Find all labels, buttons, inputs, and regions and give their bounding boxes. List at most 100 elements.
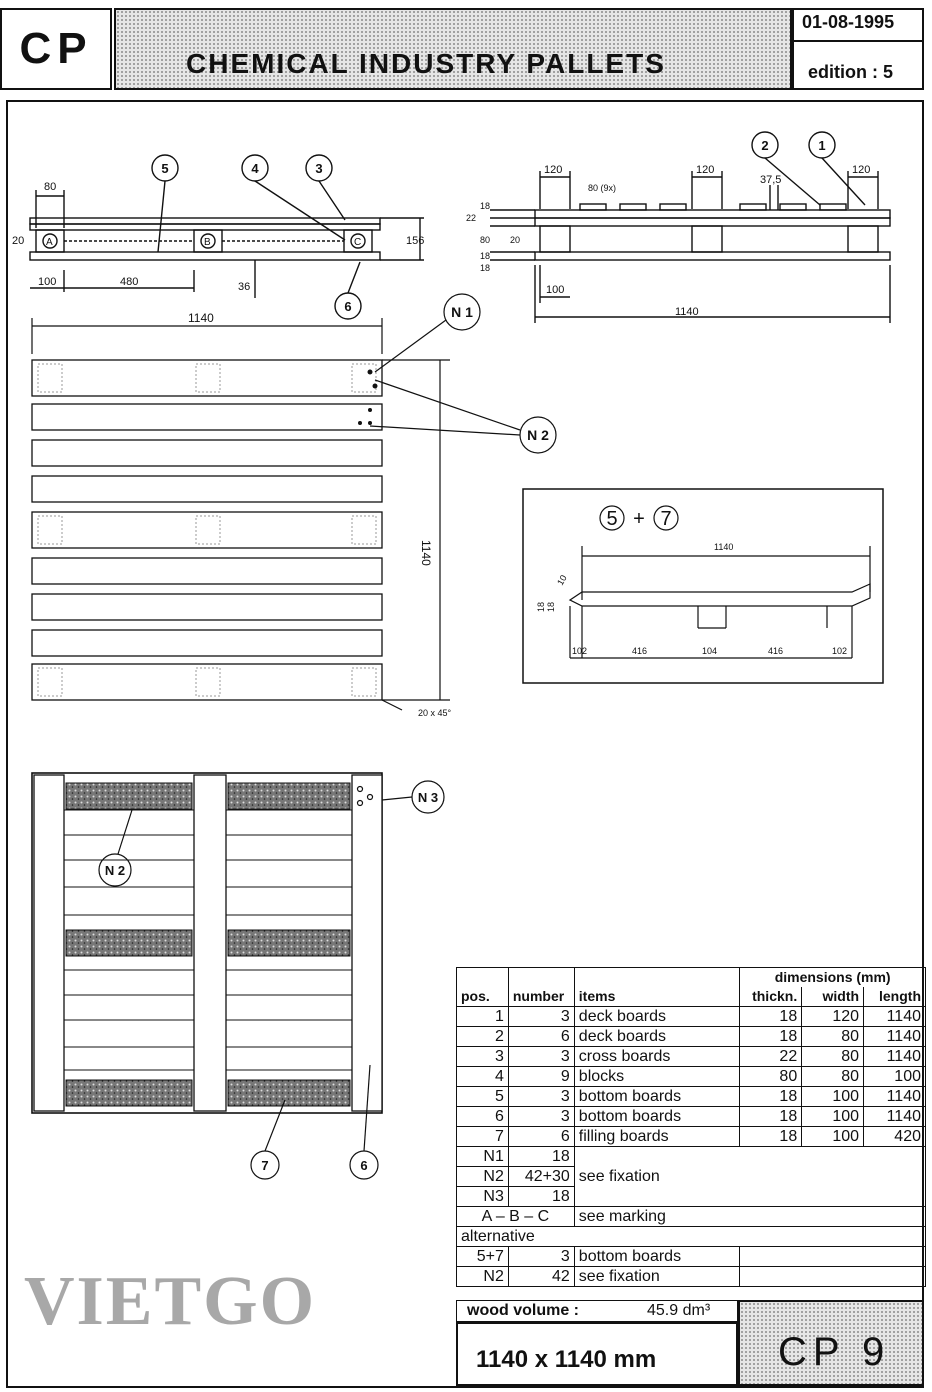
wood-volume-value: 45.9 dm³ xyxy=(647,1302,711,1319)
dim-text: 120 xyxy=(696,164,714,176)
dim-text: 18 xyxy=(480,251,490,261)
dim-text: 104 xyxy=(702,646,717,656)
dim-text: 1140 xyxy=(675,306,699,318)
bottom-board xyxy=(33,774,65,1112)
col-width: width xyxy=(801,987,865,1007)
cell-width: 100 xyxy=(801,1126,865,1147)
cell-width: 100 xyxy=(801,1086,865,1107)
wood-volume-row: wood volume : 45.9 dm³ xyxy=(456,1300,738,1322)
cell-number: 18 xyxy=(507,1186,575,1207)
cell-thickn: 80 xyxy=(739,1066,803,1087)
detail-title-5: 5 xyxy=(606,508,617,530)
cell-item: bottom boards xyxy=(573,1106,741,1127)
bottom-view: N 3 N 2 7 6 xyxy=(31,772,445,1180)
deck-board-top xyxy=(29,217,381,225)
cell-width: 120 xyxy=(801,1006,865,1027)
table-header-top: dimensions (mm) xyxy=(456,967,926,987)
cell-thickn: 18 xyxy=(739,1126,803,1147)
cell-length: 1140 xyxy=(863,1106,926,1127)
spec-table: dimensions (mm) pos. number items thickn… xyxy=(456,967,927,1287)
cell-pos: N2 xyxy=(456,1166,509,1187)
detail-title-7: 7 xyxy=(660,508,671,530)
deck-board xyxy=(31,475,383,503)
fixation-note: see fixation xyxy=(573,1146,927,1207)
table-header: pos. number items thickn. width length xyxy=(456,987,926,1007)
cell-thickn: 18 xyxy=(739,1086,803,1107)
dim-text: 416 xyxy=(632,646,647,656)
cell-pos: 6 xyxy=(456,1106,509,1127)
cell-width: 80 xyxy=(801,1026,865,1047)
callout-3: 3 xyxy=(315,161,322,176)
cell-length: 100 xyxy=(863,1066,926,1087)
cell-item: deck boards xyxy=(573,1006,741,1027)
cell-length: 1140 xyxy=(863,1086,926,1107)
dim-text: 80 xyxy=(44,181,56,193)
cell-item: blocks xyxy=(573,1066,741,1087)
header-code: CP xyxy=(19,24,93,73)
header-edition: edition : 5 xyxy=(808,62,893,82)
cell-length: 1140 xyxy=(863,1006,926,1027)
block-mark: C xyxy=(354,237,361,248)
table-row: N2 42 see fixation xyxy=(456,1266,926,1287)
dim-text: 156 xyxy=(406,235,424,247)
cell-length: 420 xyxy=(863,1126,926,1147)
cell-number: 42 xyxy=(507,1266,575,1287)
cell-pos: 1 xyxy=(456,1006,509,1027)
bottom-board xyxy=(351,774,383,1112)
deck-board xyxy=(31,403,383,431)
dim-text: 20 xyxy=(12,235,24,247)
table-row: 4 9 blocks 80 80 100 xyxy=(456,1066,926,1087)
table-row: 5 3 bottom boards 18 100 1140 xyxy=(456,1086,926,1107)
dim-text: 102 xyxy=(832,646,847,656)
cell-width: 80 xyxy=(801,1066,865,1087)
block-mark: A xyxy=(46,237,53,248)
deck-board xyxy=(31,511,383,549)
table-row: 6 3 bottom boards 18 100 1140 xyxy=(456,1106,926,1127)
col-number: number xyxy=(507,987,575,1007)
deck-board xyxy=(31,629,383,657)
cell-number: 18 xyxy=(507,1146,575,1167)
cell-number: 6 xyxy=(507,1126,575,1147)
cell-number: 6 xyxy=(507,1026,575,1047)
cell-pos: N3 xyxy=(456,1186,509,1207)
footer-size-box: 1140 x 1140 mm xyxy=(456,1322,738,1386)
watermark-logo: VIETGO xyxy=(24,1263,317,1340)
cell-item: see fixation xyxy=(573,1266,741,1287)
cell-pos: 5+7 xyxy=(456,1246,509,1267)
dim-text: 120 xyxy=(852,164,870,176)
deck-board xyxy=(31,439,383,467)
filling-board xyxy=(227,929,351,957)
dim-text: 18 xyxy=(536,602,546,612)
filling-board xyxy=(227,1079,351,1107)
table-row: 3 3 cross boards 22 80 1140 xyxy=(456,1046,926,1067)
side-view-left: 80 20 100 480 36 156 A B C 5 4 3 6 xyxy=(12,154,424,320)
bottom-board xyxy=(193,774,227,1112)
marking-note: see marking xyxy=(573,1206,927,1227)
dim-text: 18 xyxy=(480,263,490,273)
cell-item: cross boards xyxy=(573,1046,741,1067)
dimensions-header: dimensions (mm) xyxy=(739,967,926,987)
callout-n3: N 3 xyxy=(418,790,438,805)
deck-boards xyxy=(534,209,891,219)
dim-text: 80 xyxy=(480,235,490,245)
callout-5: 5 xyxy=(161,161,168,176)
deck-board xyxy=(31,359,383,397)
detail-title-plus: + xyxy=(633,508,645,530)
dim-text: 20 x 45° xyxy=(418,708,452,718)
table-row: N1 18 see fixation xyxy=(456,1146,927,1207)
filling-board xyxy=(65,1079,193,1107)
dim-text: 20 xyxy=(510,235,520,245)
dim-text: 36 xyxy=(238,281,250,293)
marking-pos: A – B – C xyxy=(456,1206,575,1227)
cell-item: bottom boards xyxy=(573,1246,741,1267)
dim-text: 100 xyxy=(546,284,564,296)
cell-number: 3 xyxy=(507,1006,575,1027)
header-code-box: CP xyxy=(0,8,112,90)
dim-text: 100 xyxy=(38,276,56,288)
pallet-code: CP 9 xyxy=(778,1330,891,1374)
side-view-right: 120 120 120 37,5 80 (9x) 18 22 80 18 18 … xyxy=(466,131,891,323)
dim-text: 22 xyxy=(466,213,476,223)
col-items: items xyxy=(573,987,741,1007)
callout-4: 4 xyxy=(251,161,259,176)
col-length: length xyxy=(863,987,926,1007)
